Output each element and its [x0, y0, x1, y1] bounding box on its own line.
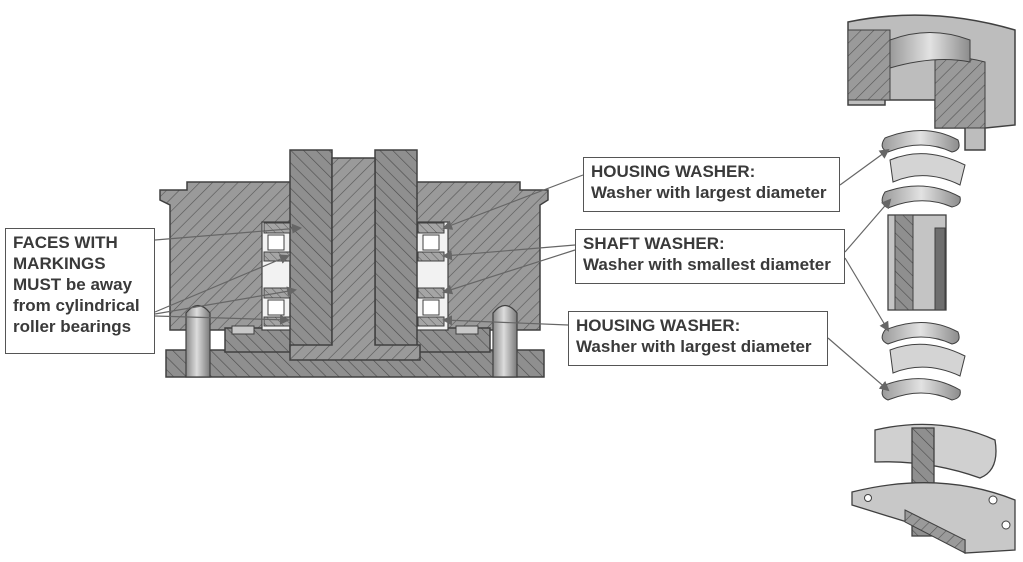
housing-washer-top-desc: Washer with largest diameter	[591, 183, 827, 202]
exploded-roller-cage-2	[889, 343, 966, 377]
dowel-pin-left	[185, 304, 211, 378]
shaft-washer-desc: Washer with smallest diameter	[583, 255, 831, 274]
housing-washer-top-title: HOUSING WASHER:	[591, 162, 756, 181]
shaft-washer-title: SHAFT WASHER:	[583, 234, 725, 253]
faces-callout-text: FACES WITH MARKINGS MUST be away from cy…	[13, 233, 140, 336]
cross-section-view	[159, 149, 549, 378]
exploded-flange	[874, 423, 997, 479]
center-spindle	[289, 157, 421, 361]
housing-washer-callout-bottom: HOUSING WASHER: Washer with largest diam…	[568, 311, 828, 366]
exploded-roller-cage-1	[889, 153, 966, 186]
exploded-base-plate	[851, 482, 1016, 554]
exploded-view	[847, 14, 1016, 554]
shaft-sleeve-left	[289, 149, 333, 351]
housing-washer-callout-top: HOUSING WASHER: Washer with largest diam…	[583, 157, 840, 212]
housing-washer-bottom-title: HOUSING WASHER:	[576, 316, 741, 335]
housing-washer-bottom-desc: Washer with largest diameter	[576, 337, 812, 356]
leader-lines	[154, 148, 892, 392]
exploded-housing-washer-1	[881, 129, 960, 153]
faces-with-markings-callout: FACES WITH MARKINGS MUST be away from cy…	[5, 228, 155, 354]
exploded-housing-washer-2	[881, 321, 960, 345]
dowel-pin-right	[492, 304, 518, 378]
shaft-washer-callout: SHAFT WASHER: Washer with smallest diame…	[575, 229, 845, 284]
shaft-sleeve-right	[374, 149, 418, 351]
